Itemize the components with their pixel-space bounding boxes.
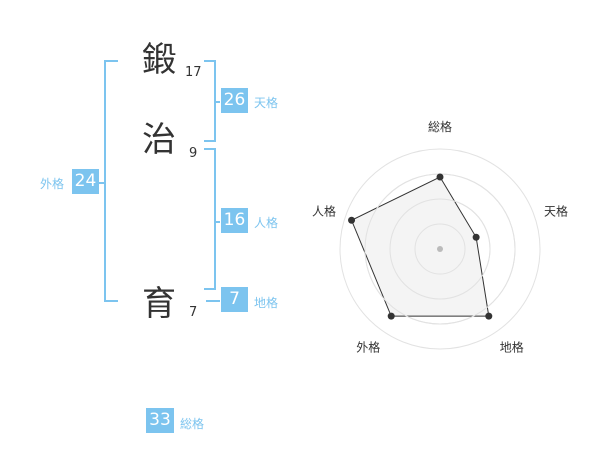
- name-char-1: 鍛: [142, 40, 176, 80]
- stroke-count-2: 9: [189, 146, 198, 161]
- radar-center-dot: [437, 246, 443, 252]
- name-char-2: 治: [142, 120, 176, 160]
- radar-ring-overlay-1: [414, 223, 466, 275]
- radar-ring-overlay-2: [389, 198, 491, 300]
- radar-point-4: [387, 312, 395, 320]
- name-char-3: 育: [142, 284, 176, 324]
- radar-axis-label-1: 総格: [428, 119, 452, 134]
- radar-point-2: [472, 233, 480, 241]
- chikaku-connector: [206, 300, 220, 302]
- radar-axis-label-3: 地格: [500, 340, 524, 355]
- radar-axis-label-4: 外格: [356, 340, 380, 355]
- jinkaku-value-badge: 16: [221, 208, 248, 233]
- tenkaku-label: 天格: [254, 96, 279, 110]
- radar-axis-label-5: 人格: [312, 203, 336, 218]
- soukaku-value-badge: 33: [146, 408, 174, 433]
- jinkaku-bracket: [204, 148, 216, 290]
- jinkaku-connector: [214, 221, 220, 223]
- chikaku-value-badge: 7: [221, 287, 248, 312]
- radar-data-area: [350, 176, 490, 317]
- gaikaku-value-badge: 24: [72, 169, 99, 194]
- soukaku-label: 総格: [180, 417, 205, 431]
- stroke-count-3: 7: [189, 305, 198, 320]
- stroke-count-1: 17: [185, 65, 202, 80]
- tenkaku-value-badge: 26: [221, 88, 248, 113]
- radar-axis-label-2: 天格: [544, 203, 568, 218]
- radar-point-3: [485, 312, 493, 320]
- gaikaku-label: 外格: [40, 177, 65, 191]
- chikaku-label: 地格: [254, 296, 279, 310]
- gaikaku-bracket: [104, 60, 118, 302]
- gaikaku-connector: [98, 182, 106, 184]
- tenkaku-connector: [214, 101, 220, 103]
- radar-point-5: [348, 216, 356, 224]
- jinkaku-label: 人格: [254, 216, 279, 230]
- radar-point-1: [436, 173, 444, 181]
